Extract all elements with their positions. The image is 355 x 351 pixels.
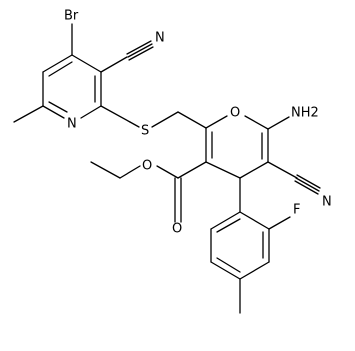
bond	[90, 161, 121, 179]
bond	[205, 161, 241, 179]
bond	[48, 61, 73, 77]
bond	[129, 121, 140, 128]
bond	[296, 174, 321, 189]
bond	[239, 161, 269, 179]
bond	[119, 165, 141, 179]
bond	[268, 216, 291, 230]
atom-label-ring-o: O	[230, 106, 240, 121]
bond	[239, 261, 270, 280]
bond	[295, 177, 320, 192]
bond	[80, 105, 102, 119]
bond	[239, 211, 270, 230]
bond	[42, 54, 73, 73]
bond	[42, 105, 65, 119]
atom-label-br: Br	[64, 9, 79, 24]
atom-labels: Br N N S O NH2 O N O F	[64, 9, 332, 237]
bond	[127, 43, 153, 58]
bond	[294, 180, 319, 195]
bond	[126, 40, 152, 55]
atom-label-s: S	[141, 124, 149, 139]
bond	[151, 111, 179, 128]
bond	[71, 54, 102, 73]
atom-label-pyridine-n: N	[67, 117, 77, 132]
bond	[216, 257, 241, 273]
bond	[13, 105, 44, 123]
bond	[128, 46, 154, 61]
bond	[177, 111, 207, 129]
bond	[156, 165, 179, 179]
bond	[267, 116, 290, 130]
atom-label-amino: NH2	[291, 106, 319, 121]
bond	[210, 261, 241, 280]
bond	[100, 105, 131, 123]
atom-label-nitrile-n: N	[155, 31, 165, 46]
bond	[210, 211, 241, 230]
atom-label-f: F	[293, 203, 300, 218]
bond	[205, 115, 228, 129]
atom-label-carbonyl-o: O	[172, 222, 182, 237]
atom-label-nitrile-n-pyran: N	[322, 195, 332, 210]
bond	[216, 218, 241, 233]
bond	[177, 161, 207, 179]
bond	[100, 56, 128, 73]
bond	[244, 115, 269, 130]
bond	[267, 161, 298, 179]
bond-lines	[13, 23, 321, 314]
bond	[48, 101, 68, 113]
atom-label-ester-o: O	[142, 159, 152, 174]
